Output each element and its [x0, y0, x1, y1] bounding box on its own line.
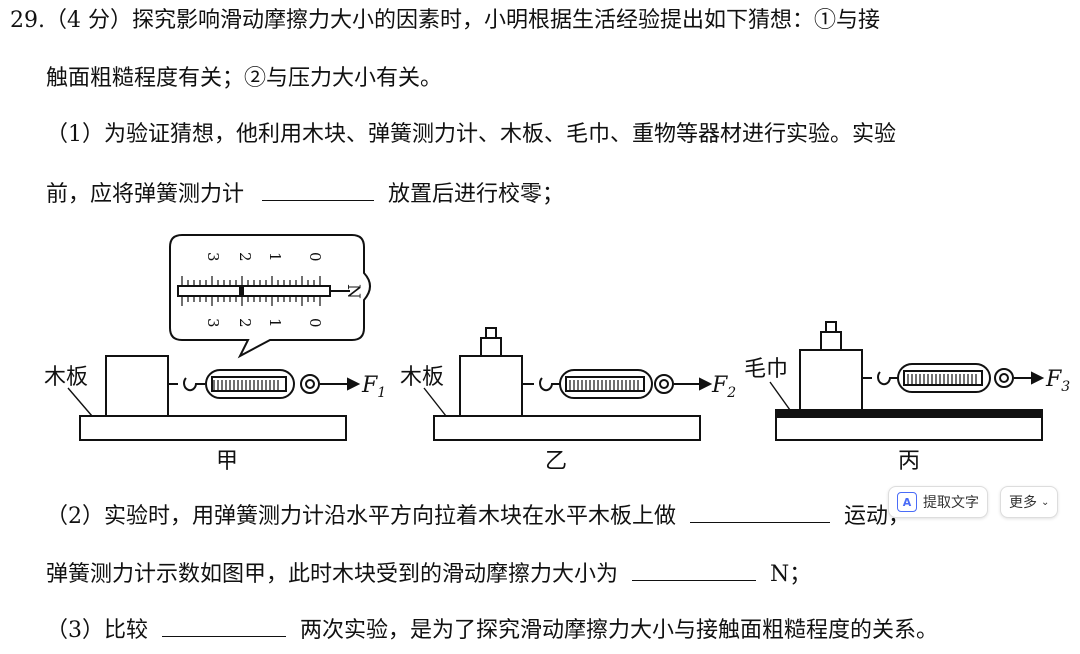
towel — [775, 409, 1043, 418]
caption-b: 乙 — [545, 449, 567, 474]
line6-text-before: 弹簧测力计示数如图甲，此时木块受到的滑动摩擦力大小为 — [46, 562, 619, 587]
board-a-pointer — [67, 387, 93, 417]
experiment-diagram: 0 1 2 3 0 1 2 3 N 木板 木板 毛巾 F1 F2 F3 甲 乙 … — [44, 234, 1070, 474]
line4-text-after: 放置后进行校零； — [388, 182, 565, 207]
dial-tick-3-bottom: 3 — [204, 318, 222, 328]
arrow-f3 — [1031, 371, 1045, 385]
question-line-7: （3）比较 两次实验，是为了探究滑动摩擦力大小与接触面粗糙程度的关系。 — [46, 614, 938, 646]
block-a — [105, 355, 169, 417]
board-a — [79, 415, 347, 441]
ring-a — [300, 374, 320, 394]
label-f3: F3 — [1045, 367, 1070, 395]
dial-numbers-bottom: 0 1 2 3 — [204, 318, 324, 328]
caption-c: 丙 — [898, 449, 920, 474]
answer-blank-2[interactable] — [690, 500, 830, 523]
ring-c — [994, 368, 1014, 388]
weight-c — [820, 331, 842, 351]
arrow-f1 — [347, 377, 361, 391]
dial-tick-0-bottom: 0 — [306, 318, 324, 328]
setup-b — [423, 327, 713, 441]
question-line-1: 29.（4 分）探究影响滑动摩擦力大小的因素时，小明根据生活经验提出如下猜想：①… — [10, 8, 880, 33]
experiment-figure: 0 1 2 3 0 1 2 3 N 木板 木板 毛巾 F1 F2 F3 甲 乙 … — [0, 228, 1080, 478]
dial-tick-1-bottom: 1 — [266, 318, 284, 328]
board-b-pointer — [423, 387, 447, 417]
dial-numbers-top: 0 1 2 3 — [204, 252, 324, 262]
towel-pointer — [769, 381, 791, 411]
arrow-f2 — [699, 377, 713, 391]
label-f1: F1 — [361, 373, 386, 401]
answer-blank-3[interactable] — [632, 558, 757, 581]
weight-b — [480, 337, 502, 357]
dial-tick-2-bottom: 2 — [236, 318, 254, 328]
block-c — [799, 349, 863, 411]
question-line-3: （1）为验证猜想，他利用木块、弹簧测力计、木板、毛巾、重物等器材进行实验。实验 — [46, 122, 896, 147]
more-button[interactable]: 更多 ⌄ — [1000, 486, 1059, 518]
dial-unit: N — [343, 284, 363, 299]
dial-tick-3-top: 3 — [204, 252, 222, 262]
question-line-2: 触面粗糙程度有关；②与压力大小有关。 — [46, 66, 443, 91]
label-towel: 毛巾 — [744, 357, 788, 382]
line7-text-after: 两次实验，是为了探究滑动摩擦力大小与接触面粗糙程度的关系。 — [300, 618, 939, 643]
board-b — [433, 415, 701, 441]
ring-b — [654, 374, 674, 394]
question-line-4: 前，应将弹簧测力计 放置后进行校零； — [46, 178, 564, 210]
label-board-a: 木板 — [44, 365, 88, 390]
dial-tick-0-top: 0 — [306, 252, 324, 262]
setup-c — [769, 321, 1045, 441]
label-board-b: 木板 — [400, 365, 444, 390]
dial-pointer — [239, 285, 244, 297]
hook-c — [877, 371, 898, 386]
text-recognition-icon: A — [897, 492, 917, 512]
board-c — [775, 415, 1043, 441]
floating-toolbar: A 提取文字 更多 ⌄ — [888, 486, 1059, 518]
dial-tick-1-top: 1 — [266, 252, 284, 262]
hook-b — [539, 377, 560, 392]
question-line-5: （2）实验时，用弹簧测力计沿水平方向拉着木块在水平木板上做运动， — [46, 500, 910, 532]
question-line-6: 弹簧测力计示数如图甲，此时木块受到的滑动摩擦力大小为 N； — [46, 558, 811, 590]
line4-text-before: 前，应将弹簧测力计 — [46, 182, 245, 207]
setup-a — [67, 234, 371, 441]
dial-tick-2-top: 2 — [236, 252, 254, 262]
answer-blank-4[interactable] — [162, 614, 286, 637]
block-b — [459, 355, 523, 417]
answer-blank-1[interactable] — [262, 178, 375, 201]
more-label: 更多 — [1009, 495, 1037, 511]
line5-text-before: （2）实验时，用弹簧测力计沿水平方向拉着木块在水平木板上做 — [46, 504, 676, 529]
caption-a: 甲 — [216, 449, 238, 474]
line6-text-after: N； — [770, 562, 812, 587]
extract-text-label: 提取文字 — [923, 495, 979, 511]
extract-text-button[interactable]: A 提取文字 — [888, 486, 988, 518]
line7-text-before: （3）比较 — [46, 618, 148, 643]
hook-a — [183, 377, 205, 392]
label-f2: F2 — [711, 373, 736, 401]
chevron-down-icon: ⌄ — [1041, 496, 1050, 508]
